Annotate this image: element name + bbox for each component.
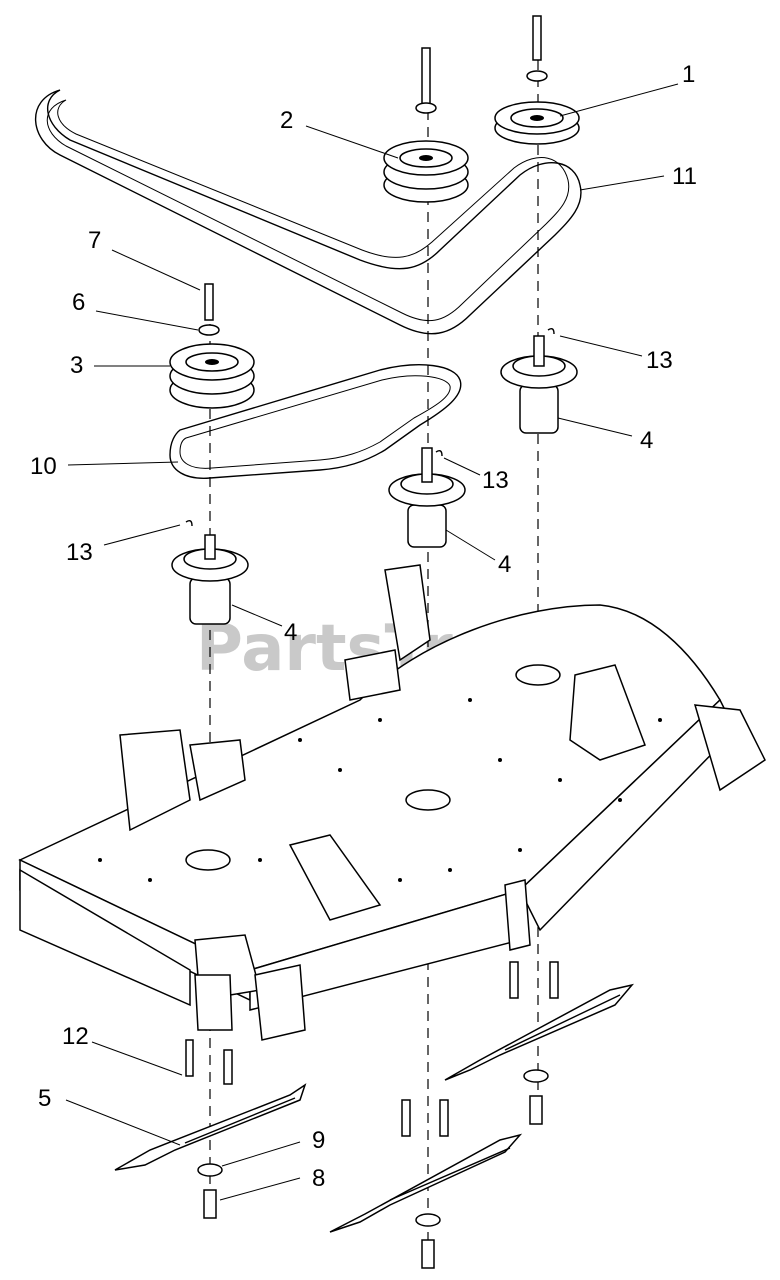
leader-lines [65, 83, 679, 1201]
callout-2: 2 [280, 107, 293, 134]
pulley-1 [494, 15, 580, 145]
callout-7: 7 [88, 227, 101, 254]
callout-13-right: 13 [646, 347, 673, 374]
callout-8: 8 [312, 1165, 325, 1192]
callout-4-left: 4 [284, 619, 297, 646]
blade-center [329, 1133, 523, 1233]
belt-large [34, 89, 582, 335]
blade-left [114, 1083, 307, 1171]
callout-1: 1 [682, 61, 695, 88]
spindle-center [388, 447, 466, 548]
callout-6: 6 [72, 289, 85, 316]
callout-10: 10 [30, 453, 57, 480]
pulley-2 [383, 47, 469, 203]
mower-deck [18, 564, 766, 1041]
callout-3: 3 [70, 352, 83, 379]
callout-4-center: 4 [498, 551, 511, 578]
spindle-left [171, 519, 249, 625]
callout-11: 11 [672, 163, 697, 190]
belt-small [169, 364, 462, 479]
callout-9: 9 [312, 1127, 325, 1154]
callout-4-right: 4 [640, 427, 653, 454]
hardware [185, 961, 559, 1269]
callout-5: 5 [38, 1085, 51, 1112]
callout-13-center: 13 [482, 467, 509, 494]
callout-12: 12 [62, 1023, 89, 1050]
spindle-right [500, 327, 578, 434]
pulley-3 [169, 283, 255, 409]
callout-13-left: 13 [66, 539, 93, 566]
blade-right [444, 983, 635, 1081]
